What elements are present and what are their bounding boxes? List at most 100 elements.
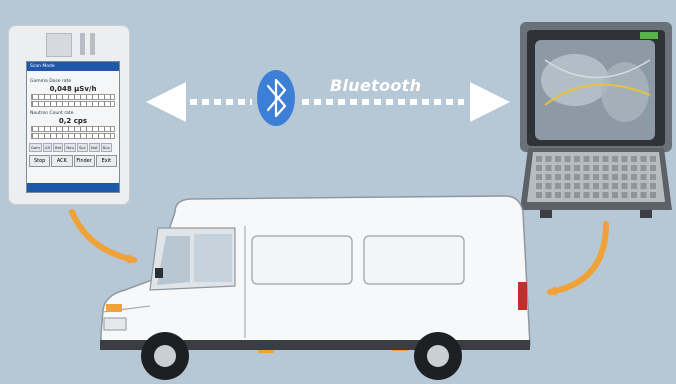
foam-cell — [650, 183, 656, 189]
foam-cell — [555, 192, 561, 198]
foam-cell — [650, 174, 656, 180]
tab-spc[interactable]: Spc — [77, 143, 88, 152]
foam-cell — [584, 165, 590, 171]
foam-cell — [631, 156, 637, 162]
foam-cell — [584, 174, 590, 180]
foam-cell — [631, 192, 637, 198]
foam-cell — [650, 156, 656, 162]
foam-cell — [574, 192, 580, 198]
ack-button[interactable]: ACK — [51, 155, 72, 167]
foam-cell — [603, 165, 609, 171]
foam-cell — [555, 165, 561, 171]
tab-alf[interactable]: Alf — [43, 143, 52, 152]
foam-cell — [612, 165, 618, 171]
neutron-bar — [31, 133, 115, 139]
foam-cell — [622, 165, 628, 171]
left-arrow-head — [146, 82, 186, 122]
foam-cell — [536, 183, 542, 189]
finder-button[interactable]: Finder — [74, 155, 95, 167]
foam-cell — [612, 183, 618, 189]
foam-cell — [603, 174, 609, 180]
device-slot-left — [80, 33, 85, 55]
foam-cell — [612, 192, 618, 198]
foam-cell — [555, 156, 561, 162]
van — [100, 196, 530, 380]
screen-footer-bar — [27, 183, 119, 192]
tab-gam[interactable]: Gam — [29, 143, 42, 152]
foam-cell — [565, 192, 571, 198]
handheld-device: Scan Mode Gamma Dose rate 0,048 µSv/h Ne… — [8, 25, 130, 205]
foam-cell — [622, 156, 628, 162]
foam-cell — [641, 192, 647, 198]
neutron-scale — [31, 126, 115, 132]
foam-cell — [622, 192, 628, 198]
foam-cell — [584, 183, 590, 189]
foam-cell — [555, 174, 561, 180]
foam-cell — [650, 165, 656, 171]
exit-button[interactable]: Exit — [96, 155, 117, 167]
foam-cell — [584, 156, 590, 162]
tab-nuc[interactable]: Nuc — [101, 143, 112, 152]
foam-cell — [546, 165, 552, 171]
foam-cell — [641, 174, 647, 180]
foam-cell — [612, 156, 618, 162]
foam-cell — [631, 183, 637, 189]
foam-cell — [593, 165, 599, 171]
foam-cell — [536, 174, 542, 180]
foam-cell — [641, 156, 647, 162]
device-sensor-window — [46, 33, 72, 57]
foam-cell — [641, 183, 647, 189]
device-slot-right — [90, 33, 95, 55]
foam-cell — [641, 165, 647, 171]
foam-cell — [565, 174, 571, 180]
tab-neu[interactable]: Neu — [64, 143, 76, 152]
foam-cell — [631, 165, 637, 171]
foam-cell — [631, 174, 637, 180]
foam-cell — [546, 156, 552, 162]
bluetooth-icon — [257, 70, 295, 126]
foam-cell — [574, 183, 580, 189]
tab-bet[interactable]: Bet — [53, 143, 63, 152]
flow-arrow-device-to-van — [72, 212, 134, 260]
foam-cell — [593, 156, 599, 162]
device-screen: Scan Mode Gamma Dose rate 0,048 µSv/h Ne… — [26, 61, 120, 193]
foam-cell — [593, 183, 599, 189]
action-buttons: Stop ACK Finder Exit — [29, 155, 117, 167]
foam-cell — [593, 174, 599, 180]
foam-cell — [593, 192, 599, 198]
flow-arrow-case-to-van — [550, 224, 606, 292]
tab-nat[interactable]: Nat — [89, 143, 100, 152]
foam-cell — [603, 183, 609, 189]
gamma-scale — [31, 94, 115, 100]
foam-cell — [565, 165, 571, 171]
foam-cell — [536, 165, 542, 171]
neutron-value: 0,2 cps — [27, 117, 119, 125]
foam-cell — [603, 156, 609, 162]
gamma-value: 0,048 µSv/h — [27, 85, 119, 93]
app-title-bar: Scan Mode — [27, 62, 119, 71]
foam-cell — [565, 183, 571, 189]
foam-cell — [603, 192, 609, 198]
right-arrow-head — [470, 82, 510, 122]
foam-cell — [574, 174, 580, 180]
bluetooth-link — [146, 82, 510, 122]
foam-cell — [546, 174, 552, 180]
foam-cell — [536, 192, 542, 198]
foam-cell — [546, 192, 552, 198]
foam-cell — [574, 165, 580, 171]
foam-cell — [622, 174, 628, 180]
foam-cell — [565, 156, 571, 162]
foam-cell — [650, 192, 656, 198]
foam-cell — [584, 192, 590, 198]
gamma-label: Gamma Dose rate — [30, 79, 116, 84]
bluetooth-label: Bluetooth — [330, 76, 421, 95]
foam-cell — [574, 156, 580, 162]
mode-tabs: Gam Alf Bet Neu Spc Nat Nuc — [29, 143, 117, 152]
stop-button[interactable]: Stop — [29, 155, 50, 167]
foam-cell — [555, 183, 561, 189]
detector-case — [520, 22, 672, 218]
foam-cell — [612, 174, 618, 180]
foam-cell — [546, 183, 552, 189]
foam-cell — [622, 183, 628, 189]
